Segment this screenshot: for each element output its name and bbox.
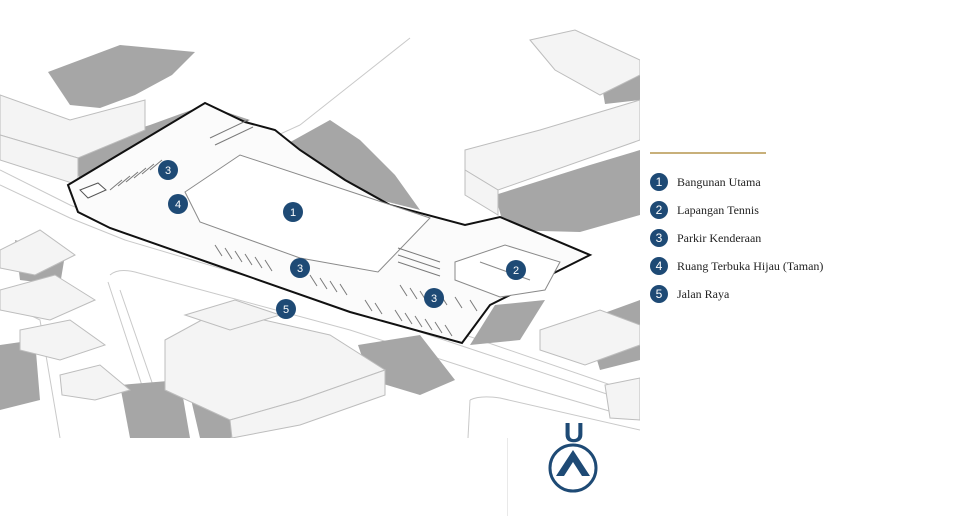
legend-item-parkir-kenderaan: 3 Parkir Kenderaan xyxy=(650,224,950,252)
legend-badge: 1 xyxy=(650,173,668,191)
site-markers: 1 2 3 3 3 4 5 xyxy=(158,160,526,319)
surrounding-buildings xyxy=(0,29,640,438)
legend-item-bangunan-utama: 1 Bangunan Utama xyxy=(650,168,950,196)
legend-rule xyxy=(650,152,766,154)
legend-badge: 2 xyxy=(650,201,668,219)
marker-lapangan-tennis: 2 xyxy=(506,260,526,280)
legend-badge: 5 xyxy=(650,285,668,303)
legend-label: Ruang Terbuka Hijau (Taman) xyxy=(677,258,824,273)
marker-parkir-2: 3 xyxy=(290,258,310,278)
legend-label: Jalan Raya xyxy=(677,286,730,301)
legend-label: Parkir Kenderaan xyxy=(677,230,762,245)
svg-text:3: 3 xyxy=(297,263,303,275)
marker-bangunan-utama: 1 xyxy=(283,202,303,222)
svg-text:2: 2 xyxy=(513,265,519,277)
marker-jalan-raya: 5 xyxy=(276,299,296,319)
marker-ruang-terbuka-hijau: 4 xyxy=(168,194,188,214)
svg-text:4: 4 xyxy=(175,199,181,211)
north-arrow-icon: U xyxy=(546,416,602,499)
legend-item-lapangan-tennis: 2 Lapangan Tennis xyxy=(650,196,950,224)
svg-text:3: 3 xyxy=(431,293,437,305)
legend: 1 Bangunan Utama 2 Lapangan Tennis 3 Par… xyxy=(650,152,950,308)
legend-label: Lapangan Tennis xyxy=(677,202,759,217)
marker-parkir-3: 3 xyxy=(424,288,444,308)
legend-item-jalan-raya: 5 Jalan Raya xyxy=(650,280,950,308)
legend-badge: 4 xyxy=(650,257,668,275)
svg-text:3: 3 xyxy=(165,165,171,177)
legend-badge: 3 xyxy=(650,229,668,247)
legend-label: Bangunan Utama xyxy=(677,174,761,189)
marker-parkir-1: 3 xyxy=(158,160,178,180)
north-letter: U xyxy=(564,417,584,448)
site-plan-drawing: 1 2 3 3 3 4 5 xyxy=(0,29,640,438)
legend-item-ruang-terbuka-hijau: 4 Ruang Terbuka Hijau (Taman) xyxy=(650,252,950,280)
svg-text:5: 5 xyxy=(283,304,289,316)
svg-text:1: 1 xyxy=(290,207,296,219)
